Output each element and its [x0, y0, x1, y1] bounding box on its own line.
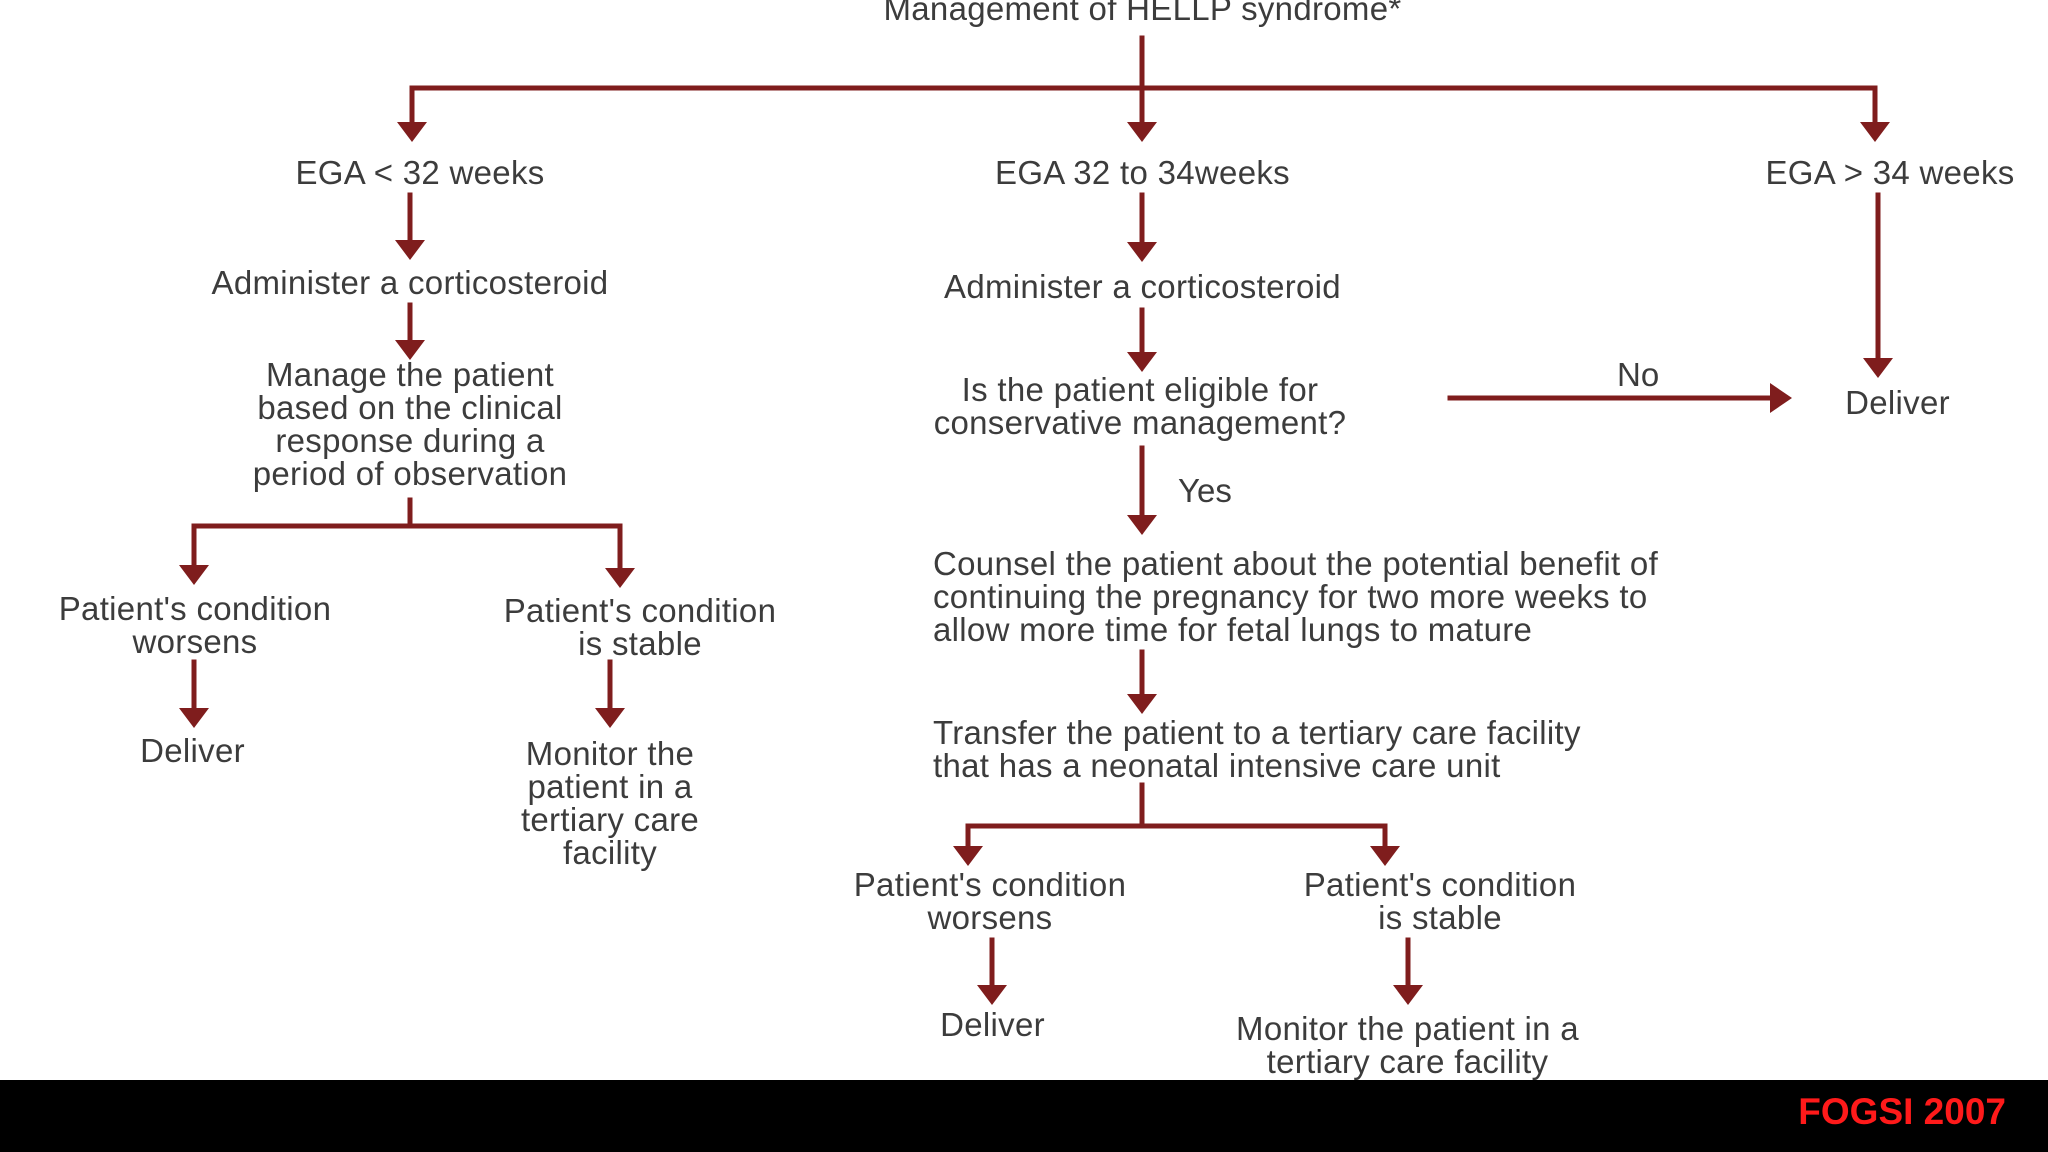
- arrowhead: [179, 708, 209, 728]
- flowchart: Management of HELLP syndrome* EGA < 32 w…: [58, 0, 2015, 1080]
- arrowhead: [1127, 515, 1157, 535]
- node-counsel: Counsel the patient about the potential …: [933, 545, 1659, 648]
- node-early-steroid: Administer a corticosteroid: [211, 264, 609, 301]
- arrowhead: [977, 985, 1007, 1005]
- node-eligibility-question: Is the patient eligible for conservative…: [933, 371, 1347, 441]
- node-middle-no-deliver: Deliver: [1845, 384, 1950, 421]
- label-no: No: [1617, 356, 1660, 393]
- fogsi-badge: FOGSI 2007: [1798, 1091, 2006, 1132]
- node-transfer: Transfer the patient to a tertiary care …: [933, 714, 1581, 784]
- arrowhead: [179, 565, 209, 585]
- arrowhead: [1770, 383, 1792, 413]
- arrowhead: [1863, 358, 1893, 378]
- arrowhead: [1127, 122, 1157, 142]
- node-early-monitor: Monitor the patient in a tertiary care f…: [520, 735, 700, 871]
- node-ega-32-to-34: EGA 32 to 34weeks: [995, 154, 1290, 191]
- node-ega-over-34: EGA > 34 weeks: [1765, 154, 2015, 191]
- node-middle-deliver: Deliver: [940, 1006, 1045, 1043]
- node-early-stable: Patient's condition is stable: [503, 592, 777, 662]
- label-yes: Yes: [1178, 472, 1232, 509]
- node-middle-monitor: Monitor the patient in a tertiary care f…: [1236, 1010, 1579, 1080]
- arrowhead: [1127, 694, 1157, 714]
- arrowhead: [1393, 985, 1423, 1005]
- node-early-worsens: Patient's condition worsens: [58, 590, 332, 660]
- arrowhead: [953, 846, 983, 866]
- node-early-manage: Manage the patient based on the clinical…: [252, 356, 568, 492]
- arrowhead: [1127, 242, 1157, 262]
- node-early-deliver: Deliver: [140, 732, 245, 769]
- arrowhead: [1127, 352, 1157, 372]
- diagram-title: Management of HELLP syndrome*: [883, 0, 1402, 27]
- node-middle-stable: Patient's condition is stable: [1303, 866, 1577, 936]
- node-middle-worsens: Patient's condition worsens: [853, 866, 1127, 936]
- arrowhead: [395, 240, 425, 260]
- arrowhead: [1860, 122, 1890, 142]
- node-ega-under-32: EGA < 32 weeks: [295, 154, 545, 191]
- footer-bar: FOGSI 2007: [0, 1080, 2048, 1152]
- arrowhead: [595, 708, 625, 728]
- arrowhead: [397, 122, 427, 142]
- arrowhead: [1370, 846, 1400, 866]
- arrowhead: [605, 568, 635, 588]
- node-middle-steroid: Administer a corticosteroid: [944, 268, 1341, 305]
